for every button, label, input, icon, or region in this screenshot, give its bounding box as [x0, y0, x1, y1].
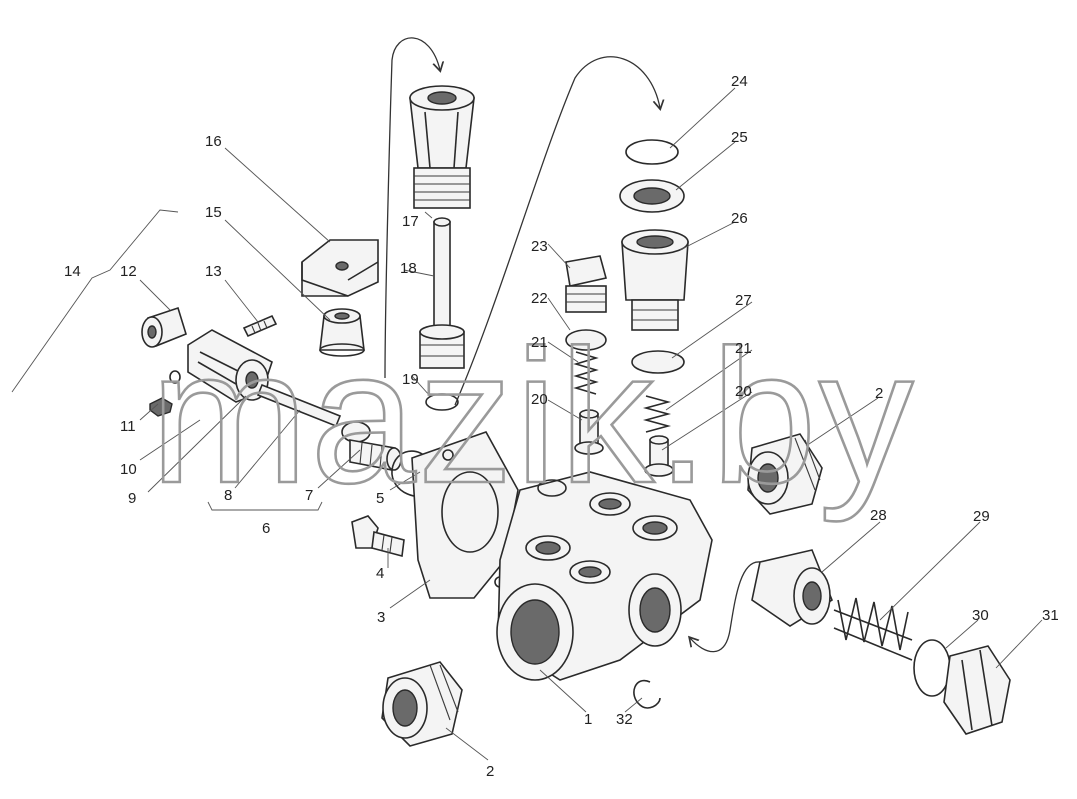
callout-32: 32 — [616, 711, 633, 728]
callout-18: 18 — [400, 260, 417, 277]
part-4-bolt — [351, 515, 405, 558]
part-7-valve-head — [341, 421, 402, 471]
flow-arrow-24 — [454, 56, 660, 406]
callout-12: 12 — [120, 263, 137, 280]
callout-19: 19 — [402, 371, 419, 388]
part-2-fitting-right — [747, 433, 823, 515]
callout-14: 14 — [64, 263, 81, 280]
flow-arrow-28 — [690, 561, 761, 653]
bracket-6 — [207, 501, 323, 511]
callout-9: 9 — [128, 490, 136, 507]
callout-16: 16 — [205, 133, 222, 150]
part-29-spring — [833, 597, 913, 661]
part-28-housing — [751, 549, 833, 627]
part-12-roller — [141, 306, 187, 348]
part-21-spring-right — [642, 395, 672, 433]
part-20-valve-right — [644, 435, 674, 477]
part-1-valve-body — [496, 471, 713, 681]
callout-3: 3 — [377, 609, 385, 626]
part-26-sleeve — [621, 229, 689, 331]
callout-13: 13 — [205, 263, 222, 280]
part-31-cap — [943, 645, 1011, 735]
part-23-plug — [565, 255, 607, 313]
part-13-pin — [242, 314, 278, 338]
callout-21-right: 21 — [735, 340, 752, 357]
callout-8: 8 — [224, 487, 232, 504]
callout-28: 28 — [870, 507, 887, 524]
part-16-plate — [301, 239, 379, 297]
callout-31: 31 — [1042, 607, 1059, 624]
part-25-washer — [619, 179, 685, 213]
callout-6: 6 — [262, 520, 270, 537]
part-24-ring — [625, 139, 679, 165]
callout-29: 29 — [973, 508, 990, 525]
callout-23: 23 — [531, 238, 548, 255]
callout-20-left: 20 — [531, 391, 548, 408]
callout-11: 11 — [120, 418, 136, 435]
part-20-valve-left — [574, 409, 604, 455]
callout-2-right: 2 — [875, 385, 883, 402]
part-32-clip — [633, 679, 661, 709]
callout-24: 24 — [731, 73, 748, 90]
part-27-ring — [631, 350, 685, 374]
callout-1: 1 — [584, 711, 592, 728]
callout-4: 4 — [376, 565, 384, 582]
callout-17: 17 — [402, 213, 419, 230]
callout-15: 15 — [205, 204, 222, 221]
part-17-cap — [409, 85, 475, 209]
part-18-stem — [419, 217, 465, 369]
callout-27: 27 — [735, 292, 752, 309]
callout-5: 5 — [376, 490, 384, 507]
callout-22: 22 — [531, 290, 548, 307]
part-19-oring — [425, 393, 459, 411]
callout-30: 30 — [972, 607, 989, 624]
part-21-spring-left — [573, 351, 599, 395]
callout-25: 25 — [731, 129, 748, 146]
part-30-oring — [913, 639, 951, 697]
callout-10: 10 — [120, 461, 137, 478]
part-8-shaft — [256, 383, 342, 428]
part-22-ring — [565, 329, 607, 351]
callout-labels: 1 2 2 3 4 5 6 7 8 9 10 11 12 13 14 15 16… — [64, 73, 1059, 780]
callout-26: 26 — [731, 210, 748, 227]
flow-arrow-17 — [384, 37, 440, 379]
bracket-14 — [11, 209, 179, 393]
callout-21-left: 21 — [531, 334, 548, 351]
part-2-fitting-lower — [381, 661, 463, 747]
leader-lines — [139, 87, 1043, 761]
watermark: mazik.by — [150, 311, 916, 523]
part-11-screw — [149, 397, 173, 417]
callout-2-lower: 2 — [486, 763, 494, 780]
part-15-bushing — [319, 308, 365, 357]
callout-7: 7 — [305, 487, 313, 504]
callout-20-right: 20 — [735, 383, 752, 400]
